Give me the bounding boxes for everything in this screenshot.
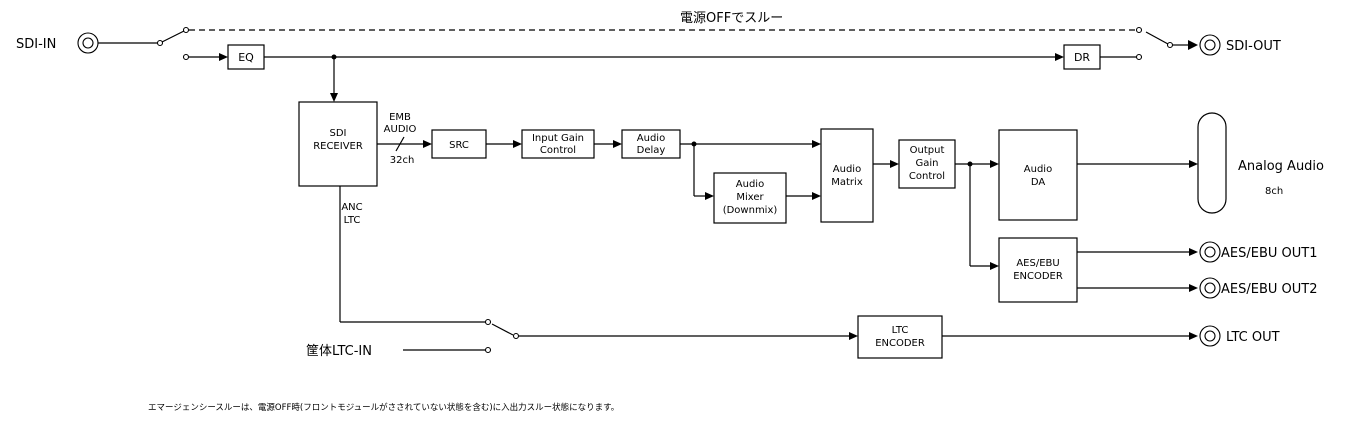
audio-matrix-block — [820, 128, 874, 223]
emb-label-2: AUDIO — [384, 124, 417, 135]
audio-da-label-2: DA — [1031, 177, 1046, 188]
audio-delay-block — [621, 129, 681, 159]
audio-mixer-label-3: (Downmix) — [723, 205, 778, 216]
ltc-switch-common — [512, 332, 520, 340]
footnote: エマージェンシースルーは、電源OFF時(フロントモジュールがさされていない状態を… — [148, 402, 619, 413]
bypass-label: 電源OFFでスルー — [680, 11, 783, 26]
dr-block — [1063, 44, 1101, 70]
dr-label: DR — [1074, 51, 1090, 64]
sdi-receiver-label-2: RECEIVER — [313, 141, 363, 152]
ltc-out-connector — [1199, 325, 1221, 347]
aes-encoder-label-2: ENCODER — [1013, 271, 1063, 282]
ltc-in-label: 筐体LTC-IN — [306, 343, 372, 359]
ltc-encoder-label-2: ENCODER — [875, 338, 925, 349]
eq-label: EQ — [238, 51, 254, 64]
sdi-out-connector — [1199, 34, 1221, 56]
sdi-out-label: SDI-OUT — [1226, 39, 1281, 54]
sdi-receiver-block — [298, 101, 378, 187]
output-gain-label-1: Output — [910, 145, 945, 156]
audio-mixer-block — [713, 172, 787, 224]
ltc-encoder-block — [857, 315, 943, 359]
aes-out1-label: AES/EBU OUT1 — [1221, 246, 1317, 261]
output-switch-common — [1166, 41, 1174, 49]
ltc-encoder-label-1: LTC — [892, 325, 909, 336]
ltc-switch-blade — [491, 323, 514, 336]
analog-audio-label: Analog Audio — [1238, 159, 1324, 174]
audio-matrix-label-2: Matrix — [831, 177, 863, 188]
input-gain-label-1: Input Gain — [532, 133, 584, 144]
anc-label-2: LTC — [344, 215, 361, 226]
output-gain-label-2: Gain — [916, 158, 939, 169]
audio-matrix-label-1: Audio — [833, 164, 861, 175]
analog-audio-connector — [1197, 112, 1227, 214]
anc-label-1: ANC — [341, 202, 362, 213]
aes-encoder-label-1: AES/EBU — [1016, 258, 1059, 269]
output-gain-label-3: Control — [909, 171, 945, 182]
input-switch-blade — [161, 30, 185, 43]
output-gain-control-block — [898, 139, 956, 189]
audio-delay-label-2: Delay — [637, 145, 666, 156]
src-label: SRC — [449, 140, 469, 151]
eq-block — [227, 44, 265, 70]
aes-out1-connector — [1199, 241, 1221, 263]
aes-out2-label: AES/EBU OUT2 — [1221, 282, 1317, 297]
audio-mixer-label-1: Audio — [736, 179, 764, 190]
output-switch-blade — [1145, 31, 1169, 45]
ltc-out-label: LTC OUT — [1226, 330, 1280, 345]
analog-audio-ch-label: 8ch — [1265, 186, 1283, 197]
input-switch-common — [156, 39, 164, 47]
audio-delay-label-1: Audio — [637, 133, 665, 144]
aes-encoder-block — [998, 237, 1078, 303]
emb-label-3: 32ch — [390, 155, 415, 166]
aes-out2-connector — [1199, 277, 1221, 299]
audio-mixer-label-2: Mixer — [736, 192, 764, 203]
audio-da-block — [998, 129, 1078, 221]
sdi-in-connector — [77, 32, 99, 54]
audio-da-label-1: Audio — [1024, 164, 1052, 175]
sdi-receiver-label-1: SDI — [330, 128, 347, 139]
emb-label-1: EMB — [389, 112, 411, 123]
input-gain-label-2: Control — [540, 145, 576, 156]
sdi-in-label: SDI-IN — [16, 37, 56, 52]
